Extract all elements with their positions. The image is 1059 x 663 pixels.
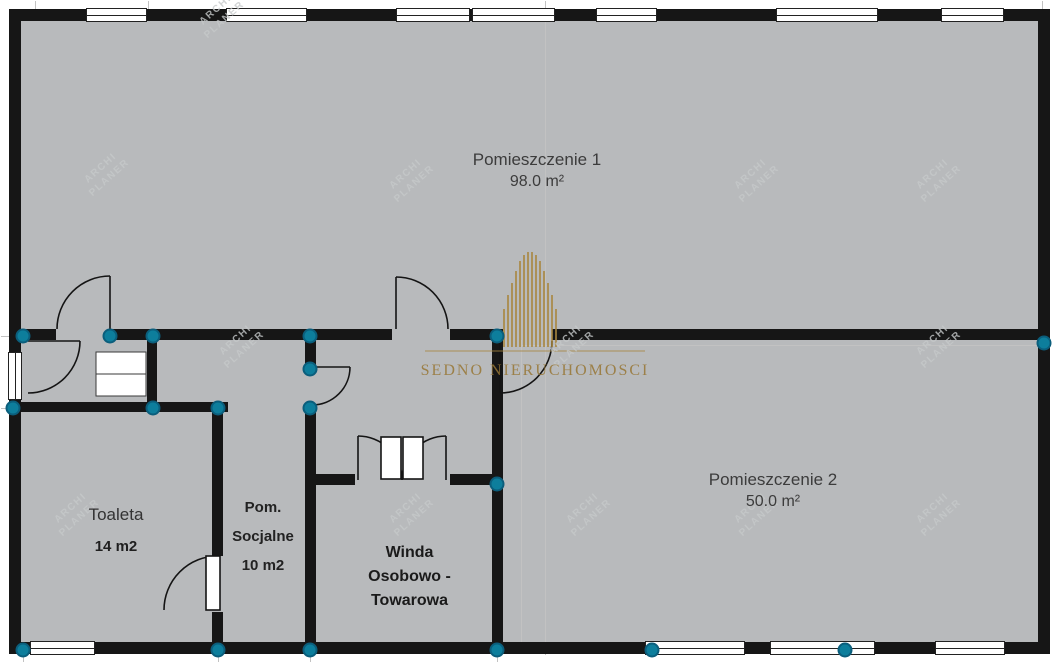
- vertex-handle[interactable]: [837, 642, 853, 658]
- construction-line: [1, 336, 9, 337]
- room-name: Pomieszczenie 2: [708, 470, 838, 489]
- wall-segment: [1038, 9, 1050, 654]
- construction-line: [522, 345, 1038, 346]
- construction-line: [1042, 1, 1043, 10]
- vertex-handle[interactable]: [302, 328, 318, 344]
- wall-segment: [112, 329, 392, 340]
- room-label-toaleta: Toaleta 14 m2: [66, 505, 166, 555]
- wall-segment: [305, 474, 355, 485]
- window-symbol: [8, 352, 22, 400]
- construction-line: [148, 1, 149, 10]
- window-symbol: [30, 641, 95, 655]
- vertex-handle[interactable]: [489, 476, 505, 492]
- vertex-handle[interactable]: [145, 328, 161, 344]
- vertex-handle[interactable]: [1036, 335, 1052, 351]
- window-symbol: [645, 641, 745, 655]
- window-symbol: [86, 8, 147, 22]
- window-symbol: [935, 641, 1005, 655]
- vertex-handle[interactable]: [489, 328, 505, 344]
- vertex-handle[interactable]: [489, 642, 505, 658]
- vertex-handle[interactable]: [302, 400, 318, 416]
- wall-segment: [212, 612, 223, 654]
- window-symbol: [776, 8, 878, 22]
- construction-line: [23, 654, 24, 662]
- window-symbol: [770, 641, 875, 655]
- brand-watermark-text: SEDNO NIERUCHOMOSCI: [420, 362, 650, 379]
- wall-segment: [9, 329, 56, 340]
- room-label-winda: Winda Osobowo - Towarowa: [352, 541, 467, 613]
- room-name-line2: Socjalne: [232, 528, 294, 545]
- wall-segment: [492, 329, 503, 654]
- vertex-handle[interactable]: [102, 328, 118, 344]
- vertex-handle[interactable]: [302, 642, 318, 658]
- room-label-pom-socjalne: Pom. Socjalne 10 m2: [223, 493, 303, 580]
- room-area: 98.0 m²: [509, 173, 565, 190]
- window-symbol: [596, 8, 657, 22]
- room-name-line2: Osobowo -: [368, 568, 451, 585]
- room-name-line1: Pom.: [244, 499, 282, 516]
- room-name: Toaleta: [88, 505, 144, 524]
- vertex-handle[interactable]: [145, 400, 161, 416]
- wall-segment: [147, 329, 157, 412]
- room-area: 14 m2: [94, 538, 138, 555]
- room-label-pomieszczenie2: Pomieszczenie 2 50.0 m²: [673, 470, 873, 511]
- window-symbol: [396, 8, 470, 22]
- construction-line: [1, 408, 9, 409]
- construction-line: [545, 1, 546, 655]
- wall-segment: [450, 329, 500, 340]
- window-symbol: [472, 8, 555, 22]
- wall-segment: [9, 642, 1050, 654]
- vertex-handle[interactable]: [210, 400, 226, 416]
- room-area: 10 m2: [241, 557, 285, 574]
- construction-line: [310, 654, 311, 662]
- room-label-pomieszczenie1: Pomieszczenie 1 98.0 m²: [437, 150, 637, 191]
- construction-line: [218, 654, 219, 662]
- wall-segment: [450, 474, 502, 485]
- vertex-handle[interactable]: [15, 642, 31, 658]
- vertex-handle[interactable]: [5, 400, 21, 416]
- construction-line: [35, 1, 36, 10]
- vertex-handle[interactable]: [644, 642, 660, 658]
- room-name-line3: Towarowa: [370, 592, 449, 609]
- wall-segment: [212, 402, 223, 556]
- construction-line: [497, 654, 498, 662]
- vertex-handle[interactable]: [302, 361, 318, 377]
- construction-line: [521, 340, 522, 642]
- window-symbol: [226, 8, 307, 22]
- wall-segment: [305, 329, 316, 369]
- wall-segment: [9, 402, 228, 412]
- wall-segment: [552, 329, 1038, 340]
- room-name-line1: Winda: [385, 544, 434, 561]
- vertex-handle[interactable]: [210, 642, 226, 658]
- vertex-handle[interactable]: [15, 328, 31, 344]
- room-area: 50.0 m²: [745, 493, 801, 510]
- room-name: Pomieszczenie 1: [472, 150, 602, 169]
- wall-segment: [305, 405, 316, 654]
- window-symbol: [941, 8, 1004, 22]
